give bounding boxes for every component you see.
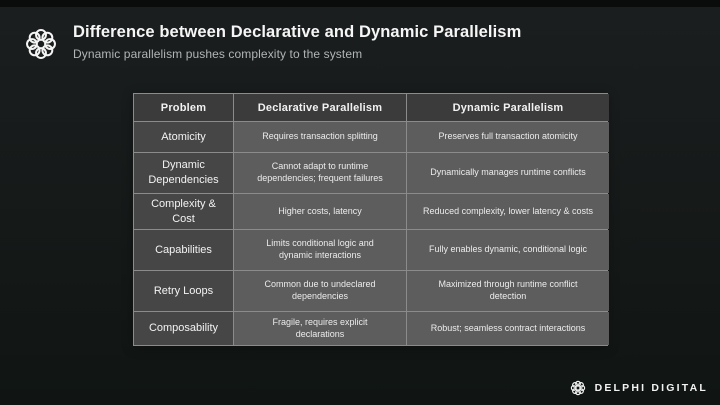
- table-cell: Limits conditional logic and dynamic int…: [234, 230, 406, 270]
- footer-brand: DELPHI DIGITAL: [569, 379, 708, 397]
- column-header-dynamic: Dynamic Parallelism: [407, 94, 609, 121]
- column-header-declarative: Declarative Parallelism: [234, 94, 406, 121]
- table-cell: Cannot adapt to runtime dependencies; fr…: [234, 153, 406, 193]
- table-cell: Preserves full transaction atomicity: [407, 122, 609, 152]
- comparison-table: Problem Declarative Parallelism Dynamic …: [133, 93, 609, 346]
- row-header-complexity-cost: Complexity & Cost: [134, 194, 233, 229]
- table-cell: Maximized through runtime conflict detec…: [407, 271, 609, 311]
- table-cell: Common due to undeclared dependencies: [234, 271, 406, 311]
- page-subtitle: Dynamic parallelism pushes complexity to…: [73, 46, 363, 61]
- slide-background: Difference between Declarative and Dynam…: [0, 7, 720, 405]
- page-title: Difference between Declarative and Dynam…: [73, 23, 522, 41]
- column-header-problem: Problem: [134, 94, 233, 121]
- table-cell: Higher costs, latency: [234, 194, 406, 229]
- table-cell: Requires transaction splitting: [234, 122, 406, 152]
- table-cell: Robust; seamless contract interactions: [407, 312, 609, 345]
- table-cell: Fragile, requires explicit declarations: [234, 312, 406, 345]
- row-header-retry-loops: Retry Loops: [134, 271, 233, 311]
- brand-wordmark: DELPHI DIGITAL: [594, 382, 708, 394]
- delphi-loops-logo-small-icon: [569, 379, 587, 397]
- delphi-loops-logo-icon: [22, 25, 60, 63]
- row-header-capabilities: Capabilities: [134, 230, 233, 270]
- row-header-dynamic-dependencies: Dynamic Dependencies: [134, 153, 233, 193]
- row-header-atomicity: Atomicity: [134, 122, 233, 152]
- table-cell: Dynamically manages runtime conflicts: [407, 153, 609, 193]
- row-header-composability: Composability: [134, 312, 233, 345]
- slide-header: Difference between Declarative and Dynam…: [22, 23, 521, 63]
- table-cell: Fully enables dynamic, conditional logic: [407, 230, 609, 270]
- table-cell: Reduced complexity, lower latency & cost…: [407, 194, 609, 229]
